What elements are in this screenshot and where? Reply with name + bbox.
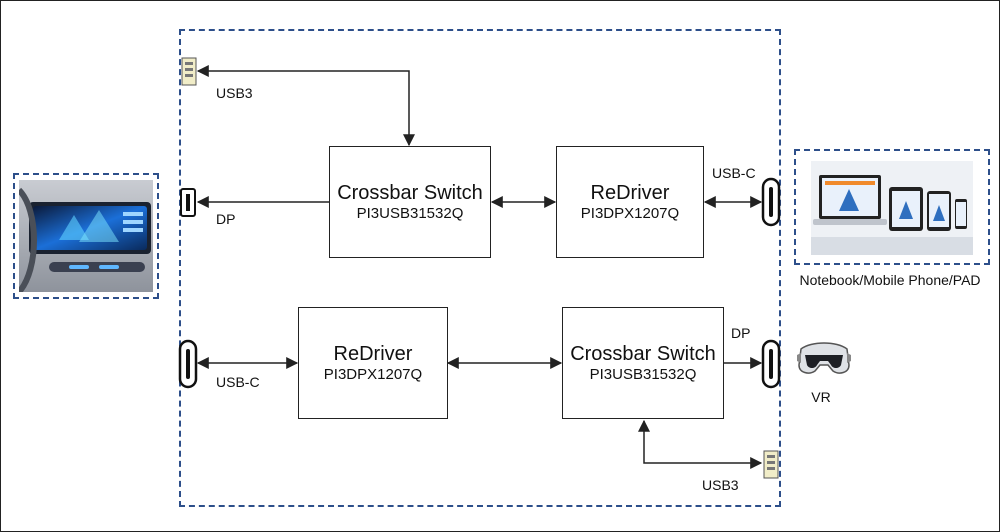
block-part-number: PI3DPX1207Q — [323, 365, 423, 383]
block-title: Crossbar Switch — [337, 181, 483, 204]
redriver-bottom: ReDriver PI3DPX1207Q — [298, 307, 448, 419]
redriver-top: ReDriver PI3DPX1207Q — [556, 146, 704, 258]
usbc-connector-left-icon — [178, 339, 198, 389]
block-title: ReDriver — [590, 181, 670, 204]
link-usb3-top — [196, 65, 415, 147]
link-usb3-bottom — [638, 419, 763, 469]
crossbar-switch-top: Crossbar Switch PI3USB31532Q — [329, 146, 491, 258]
usb3-connector-top-icon — [181, 57, 197, 86]
block-part-number: PI3USB31532Q — [356, 204, 464, 222]
usbc-connector-right-icon — [761, 177, 781, 227]
devices-caption: Notebook/Mobile Phone/PAD — [799, 272, 981, 288]
car-display-frame — [13, 173, 159, 299]
block-part-number: PI3DPX1207Q — [580, 204, 680, 222]
devices-image — [811, 161, 973, 255]
dp-connector-left-icon — [180, 188, 196, 217]
block-title: ReDriver — [333, 342, 413, 365]
crossbar-switch-bottom: Crossbar Switch PI3USB31532Q — [562, 307, 724, 419]
usbc-top-right-label: USB-C — [712, 165, 756, 181]
dp-left-label: DP — [216, 211, 236, 227]
vr-headset-icon — [795, 341, 853, 381]
usbc-bottom-left-label: USB-C — [216, 374, 260, 390]
car-dashboard-image — [19, 180, 153, 292]
usb3-bottom-label: USB3 — [702, 477, 739, 493]
usb3-top-label: USB3 — [216, 85, 253, 101]
dp-right-label: DP — [731, 325, 751, 341]
usb3-connector-bottom-icon — [763, 450, 779, 479]
vr-caption: VR — [811, 389, 831, 405]
block-title: Crossbar Switch — [570, 342, 716, 365]
devices-frame — [794, 149, 990, 265]
system-boundary — [179, 29, 781, 507]
block-part-number: PI3USB31532Q — [589, 365, 697, 383]
dp-connector-right-icon — [761, 339, 781, 389]
